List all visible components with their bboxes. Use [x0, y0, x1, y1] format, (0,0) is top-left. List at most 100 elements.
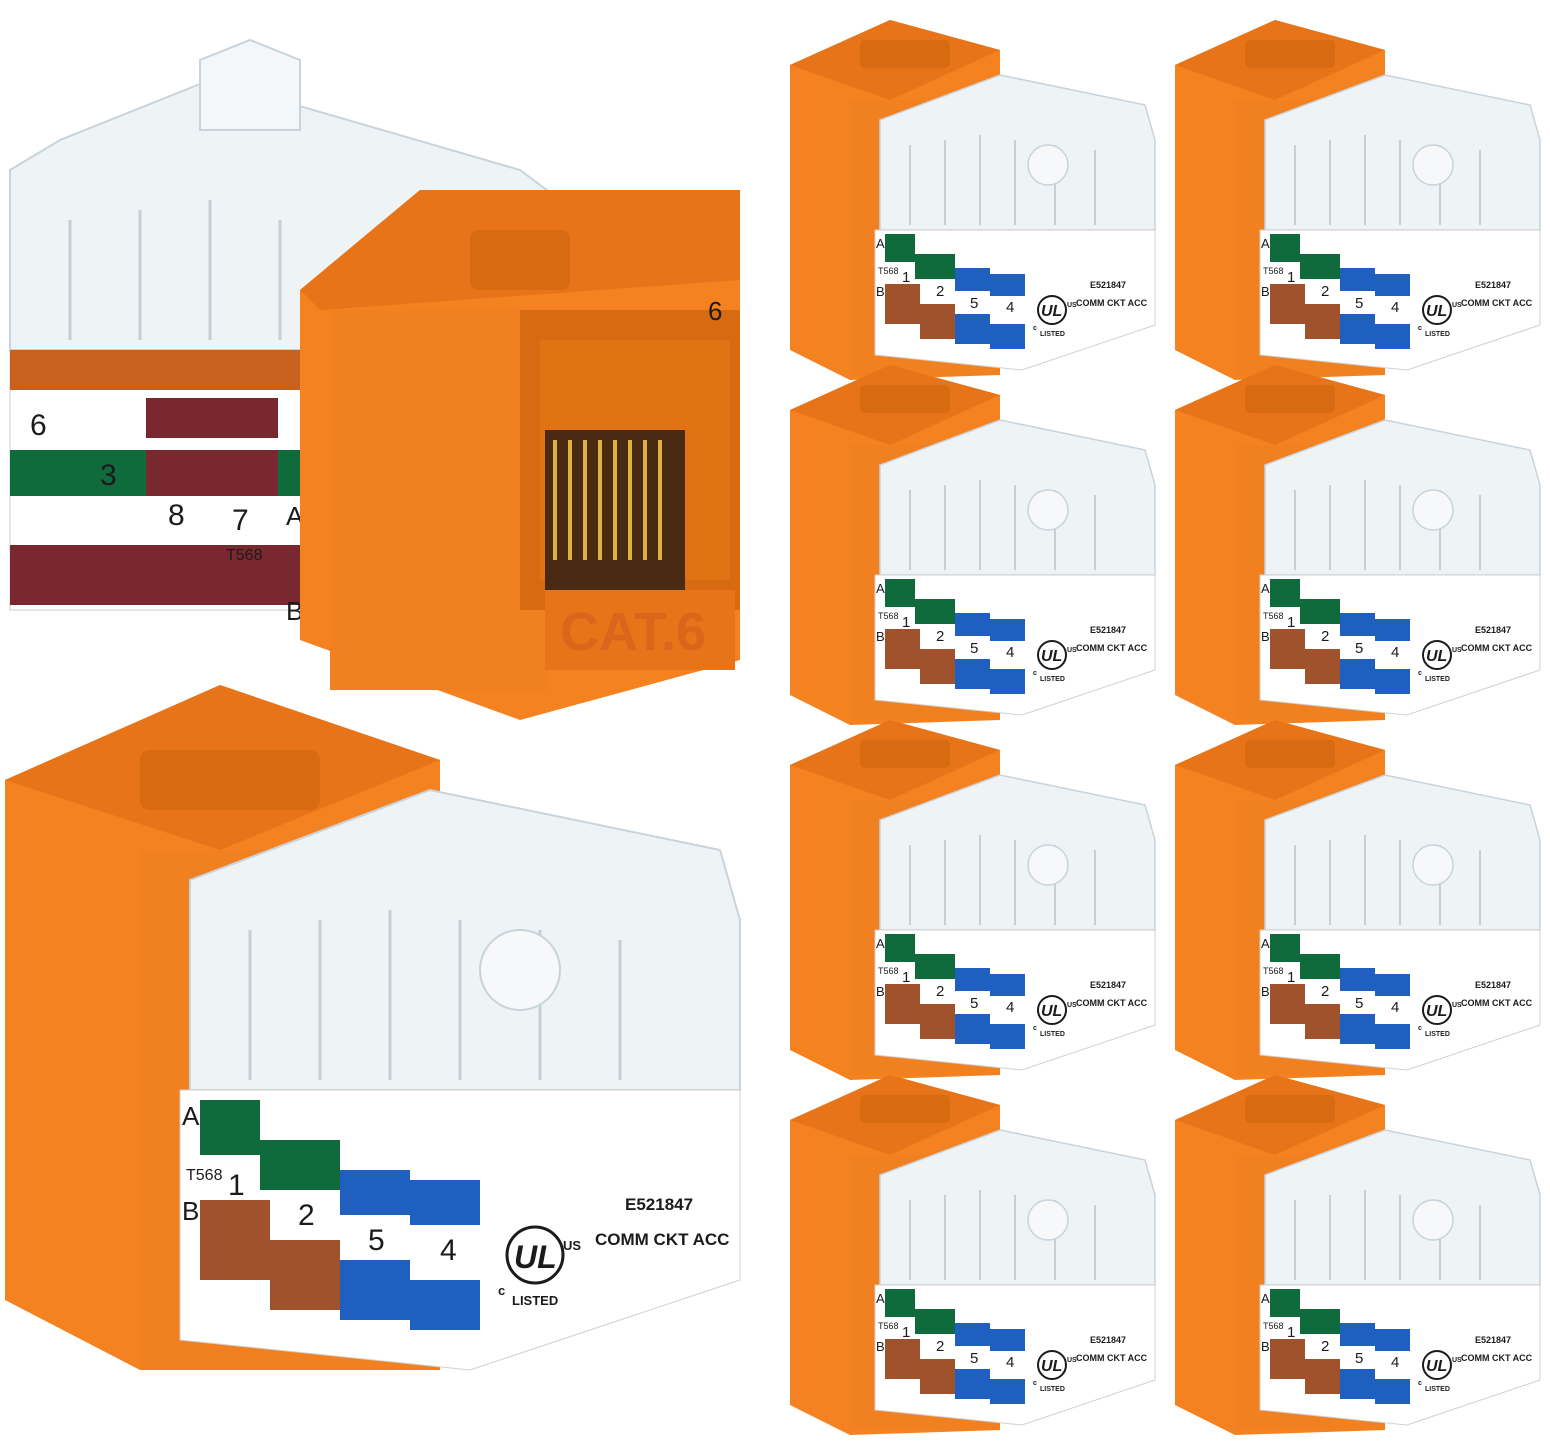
small-pin-3: 5 [970, 640, 978, 657]
rear-row-b: B [286, 596, 303, 626]
small-cert-text: COMM CKT ACC [1461, 1353, 1533, 1363]
small-standard-label: T568 [1263, 611, 1284, 621]
small-row-b: B [1261, 984, 1270, 999]
keystone-jack-small-1: A B T568 1 2 5 4 E521847 COMM CKT ACC UL… [790, 20, 1170, 380]
small-ul-c: c [1033, 325, 1037, 332]
front-standard-label: T568 [186, 1167, 223, 1184]
small-row-b: B [876, 284, 885, 299]
small-pin-4: 4 [1391, 299, 1399, 316]
front-row-a: A [182, 1101, 200, 1131]
small-pin-2: 2 [936, 628, 944, 645]
small-pin-4: 4 [1391, 1354, 1399, 1371]
keystone-jack-small-4: A B T568 1 2 5 4 E521847 COMM CKT ACC UL… [1175, 365, 1550, 725]
rear-pin-3: 8 [168, 499, 185, 532]
front-pin-4: 4 [440, 1234, 457, 1267]
small-standard-label: T568 [878, 266, 899, 276]
small-cert-text: COMM CKT ACC [1461, 998, 1533, 1008]
small-ul-listed: LISTED [1040, 331, 1065, 338]
small-row-a: A [876, 1291, 885, 1306]
small-standard-label: T568 [878, 611, 899, 621]
small-ul-c: c [1418, 1380, 1422, 1387]
small-cert-text: COMM CKT ACC [1076, 298, 1148, 308]
keystone-jack-small-3: A B T568 1 2 5 4 E521847 COMM CKT ACC UL… [790, 365, 1170, 725]
small-standard-label: T568 [1263, 966, 1284, 976]
rear-row-a: A [286, 501, 304, 531]
small-row-a: A [876, 581, 885, 596]
small-pin-3: 5 [1355, 295, 1363, 312]
rear-pin-1: 6 [30, 409, 47, 442]
small-pin-3: 5 [1355, 640, 1363, 657]
small-pin-2: 2 [936, 283, 944, 300]
front-cert-text: COMM CKT ACC [595, 1230, 729, 1249]
small-cert-text: COMM CKT ACC [1461, 643, 1533, 653]
keystone-jack-small-5: A B T568 1 2 5 4 E521847 COMM CKT ACC UL… [790, 720, 1170, 1080]
small-pin-1: 1 [902, 269, 910, 286]
rear-cat-mark: CAT.6 [560, 602, 706, 662]
small-pin-2: 2 [1321, 628, 1329, 645]
small-standard-label: T568 [878, 966, 899, 976]
small-ul-listed: LISTED [1040, 1031, 1065, 1038]
keystone-jack-small-7: A B T568 1 2 5 4 E521847 COMM CKT ACC UL… [790, 1075, 1170, 1435]
small-ul-c: c [1418, 1025, 1422, 1032]
small-ul-mark: UL [1426, 303, 1447, 320]
small-cert-number: E521847 [1475, 1335, 1511, 1345]
rear-pin-2: 3 [100, 459, 117, 492]
small-ul-mark: UL [1426, 1358, 1447, 1375]
small-cert-text: COMM CKT ACC [1076, 1353, 1148, 1363]
small-ul-listed: LISTED [1425, 1031, 1450, 1038]
small-pin-3: 5 [1355, 1350, 1363, 1367]
small-ul-c: c [1418, 325, 1422, 332]
small-standard-label: T568 [1263, 1321, 1284, 1331]
small-cert-number: E521847 [1090, 280, 1126, 290]
small-ul-listed: LISTED [1425, 1386, 1450, 1393]
small-row-a: A [876, 936, 885, 951]
small-ul-us: US [1452, 1357, 1462, 1364]
small-ul-mark: UL [1041, 303, 1062, 320]
small-pin-2: 2 [1321, 283, 1329, 300]
small-pin-2: 2 [1321, 1338, 1329, 1355]
small-ul-us: US [1067, 647, 1077, 654]
small-cert-number: E521847 [1090, 980, 1126, 990]
small-pin-4: 4 [1391, 644, 1399, 661]
small-cert-number: E521847 [1090, 625, 1126, 635]
small-ul-us: US [1452, 647, 1462, 654]
small-ul-c: c [1418, 670, 1422, 677]
keystone-jack-small-6: A B T568 1 2 5 4 E521847 COMM CKT ACC UL… [1175, 720, 1550, 1080]
small-standard-label: T568 [878, 1321, 899, 1331]
small-cert-number: E521847 [1475, 280, 1511, 290]
small-ul-us: US [1067, 1002, 1077, 1009]
small-row-b: B [876, 1339, 885, 1354]
small-row-b: B [876, 629, 885, 644]
small-row-b: B [1261, 1339, 1270, 1354]
small-ul-c: c [1033, 1380, 1037, 1387]
small-ul-mark: UL [1426, 648, 1447, 665]
front-pin-2: 2 [298, 1199, 315, 1232]
small-ul-mark: UL [1041, 1358, 1062, 1375]
small-cert-text: COMM CKT ACC [1076, 643, 1148, 653]
front-ul-c: c [498, 1283, 505, 1298]
small-pin-4: 4 [1006, 299, 1014, 316]
small-ul-mark: UL [1041, 648, 1062, 665]
small-pin-2: 2 [936, 983, 944, 1000]
small-pin-1: 1 [1287, 269, 1295, 286]
front-cert-number: E521847 [625, 1195, 693, 1214]
small-pin-1: 1 [1287, 614, 1295, 631]
front-pin-1: 1 [228, 1169, 245, 1202]
small-cert-number: E521847 [1475, 625, 1511, 635]
small-row-b: B [1261, 284, 1270, 299]
small-standard-label: T568 [1263, 266, 1284, 276]
small-pin-1: 1 [1287, 1324, 1295, 1341]
small-pin-4: 4 [1391, 999, 1399, 1016]
small-pin-1: 1 [902, 614, 910, 631]
small-row-a: A [1261, 581, 1270, 596]
small-pin-4: 4 [1006, 1354, 1014, 1371]
small-row-a: A [1261, 1291, 1270, 1306]
small-ul-us: US [1067, 1357, 1077, 1364]
small-pin-1: 1 [902, 1324, 910, 1341]
small-row-a: A [1261, 936, 1270, 951]
small-row-a: A [876, 236, 885, 251]
rear-corner-digit: 6 [708, 296, 722, 326]
small-pin-3: 5 [970, 995, 978, 1012]
front-ul-listed: LISTED [512, 1293, 558, 1308]
small-pin-2: 2 [1321, 983, 1329, 1000]
